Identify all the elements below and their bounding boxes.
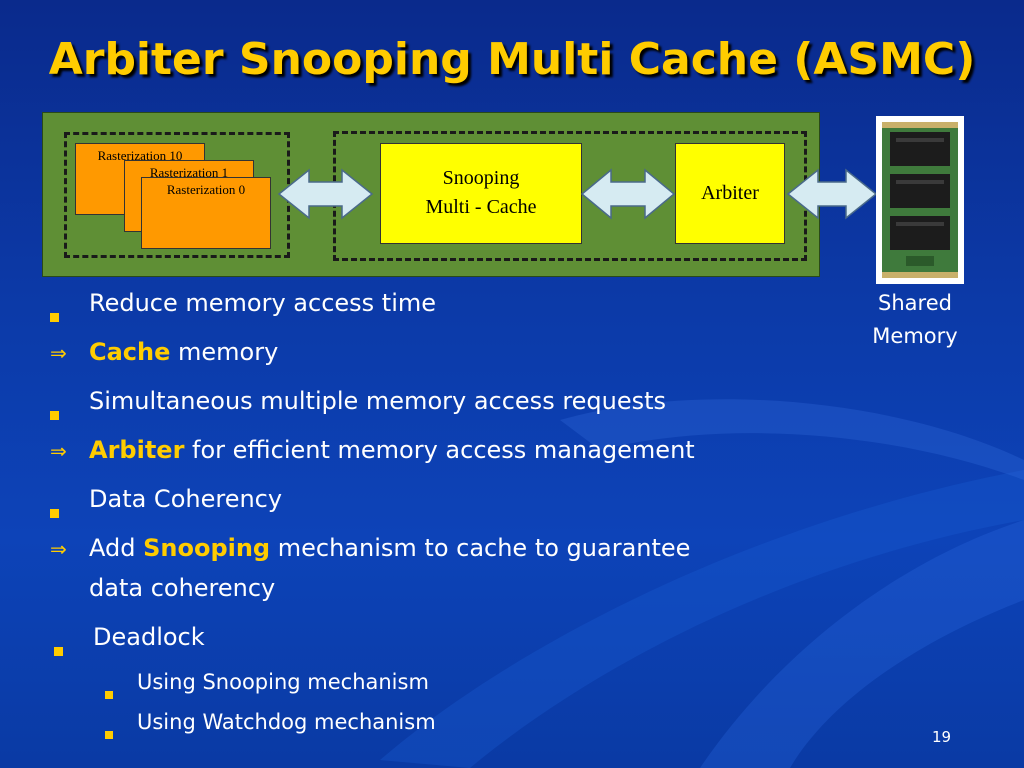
memory-module-icon: [876, 116, 964, 284]
connector-arrows: [277, 168, 878, 220]
highlight-snooping: Snooping: [143, 534, 271, 562]
rasterization-0-box: Rasterization 0: [141, 177, 271, 249]
implies-arrow-icon: ⇒: [50, 341, 67, 365]
double-arrow-icon: [786, 168, 878, 220]
highlight-cache: Cache: [89, 338, 171, 366]
square-bullet-icon: [54, 634, 63, 662]
snoop-label-line2: Multi - Cache: [425, 196, 537, 218]
snoop-label-line1: Snooping: [442, 167, 520, 189]
implies-arrow-icon: ⇒: [50, 439, 67, 463]
implies-arrow-icon: ⇒: [50, 537, 67, 561]
highlight-arbiter: Arbiter: [89, 436, 185, 464]
square-bullet-icon: [105, 720, 113, 744]
square-bullet-icon: [50, 496, 59, 524]
double-arrow-icon: [277, 168, 374, 220]
arbiter-box: Arbiter: [675, 143, 785, 244]
square-bullet-icon: [50, 300, 59, 328]
page-number: 19: [932, 728, 952, 746]
slide-title: Arbiter Snooping Multi Cache (ASMC): [48, 34, 976, 85]
square-bullet-icon: [50, 398, 59, 426]
square-bullet-icon: [105, 680, 113, 704]
memory-label-line1: Shared: [878, 291, 952, 315]
snooping-multi-cache-box: Snooping Multi - Cache: [380, 143, 582, 244]
memory-label-line2: Memory: [872, 324, 958, 348]
shared-memory-label: Shared Memory: [860, 287, 970, 353]
architecture-diagram: Rasterization 10 Rasterization 1 Rasteri…: [0, 0, 1024, 348]
double-arrow-icon: [580, 168, 676, 220]
